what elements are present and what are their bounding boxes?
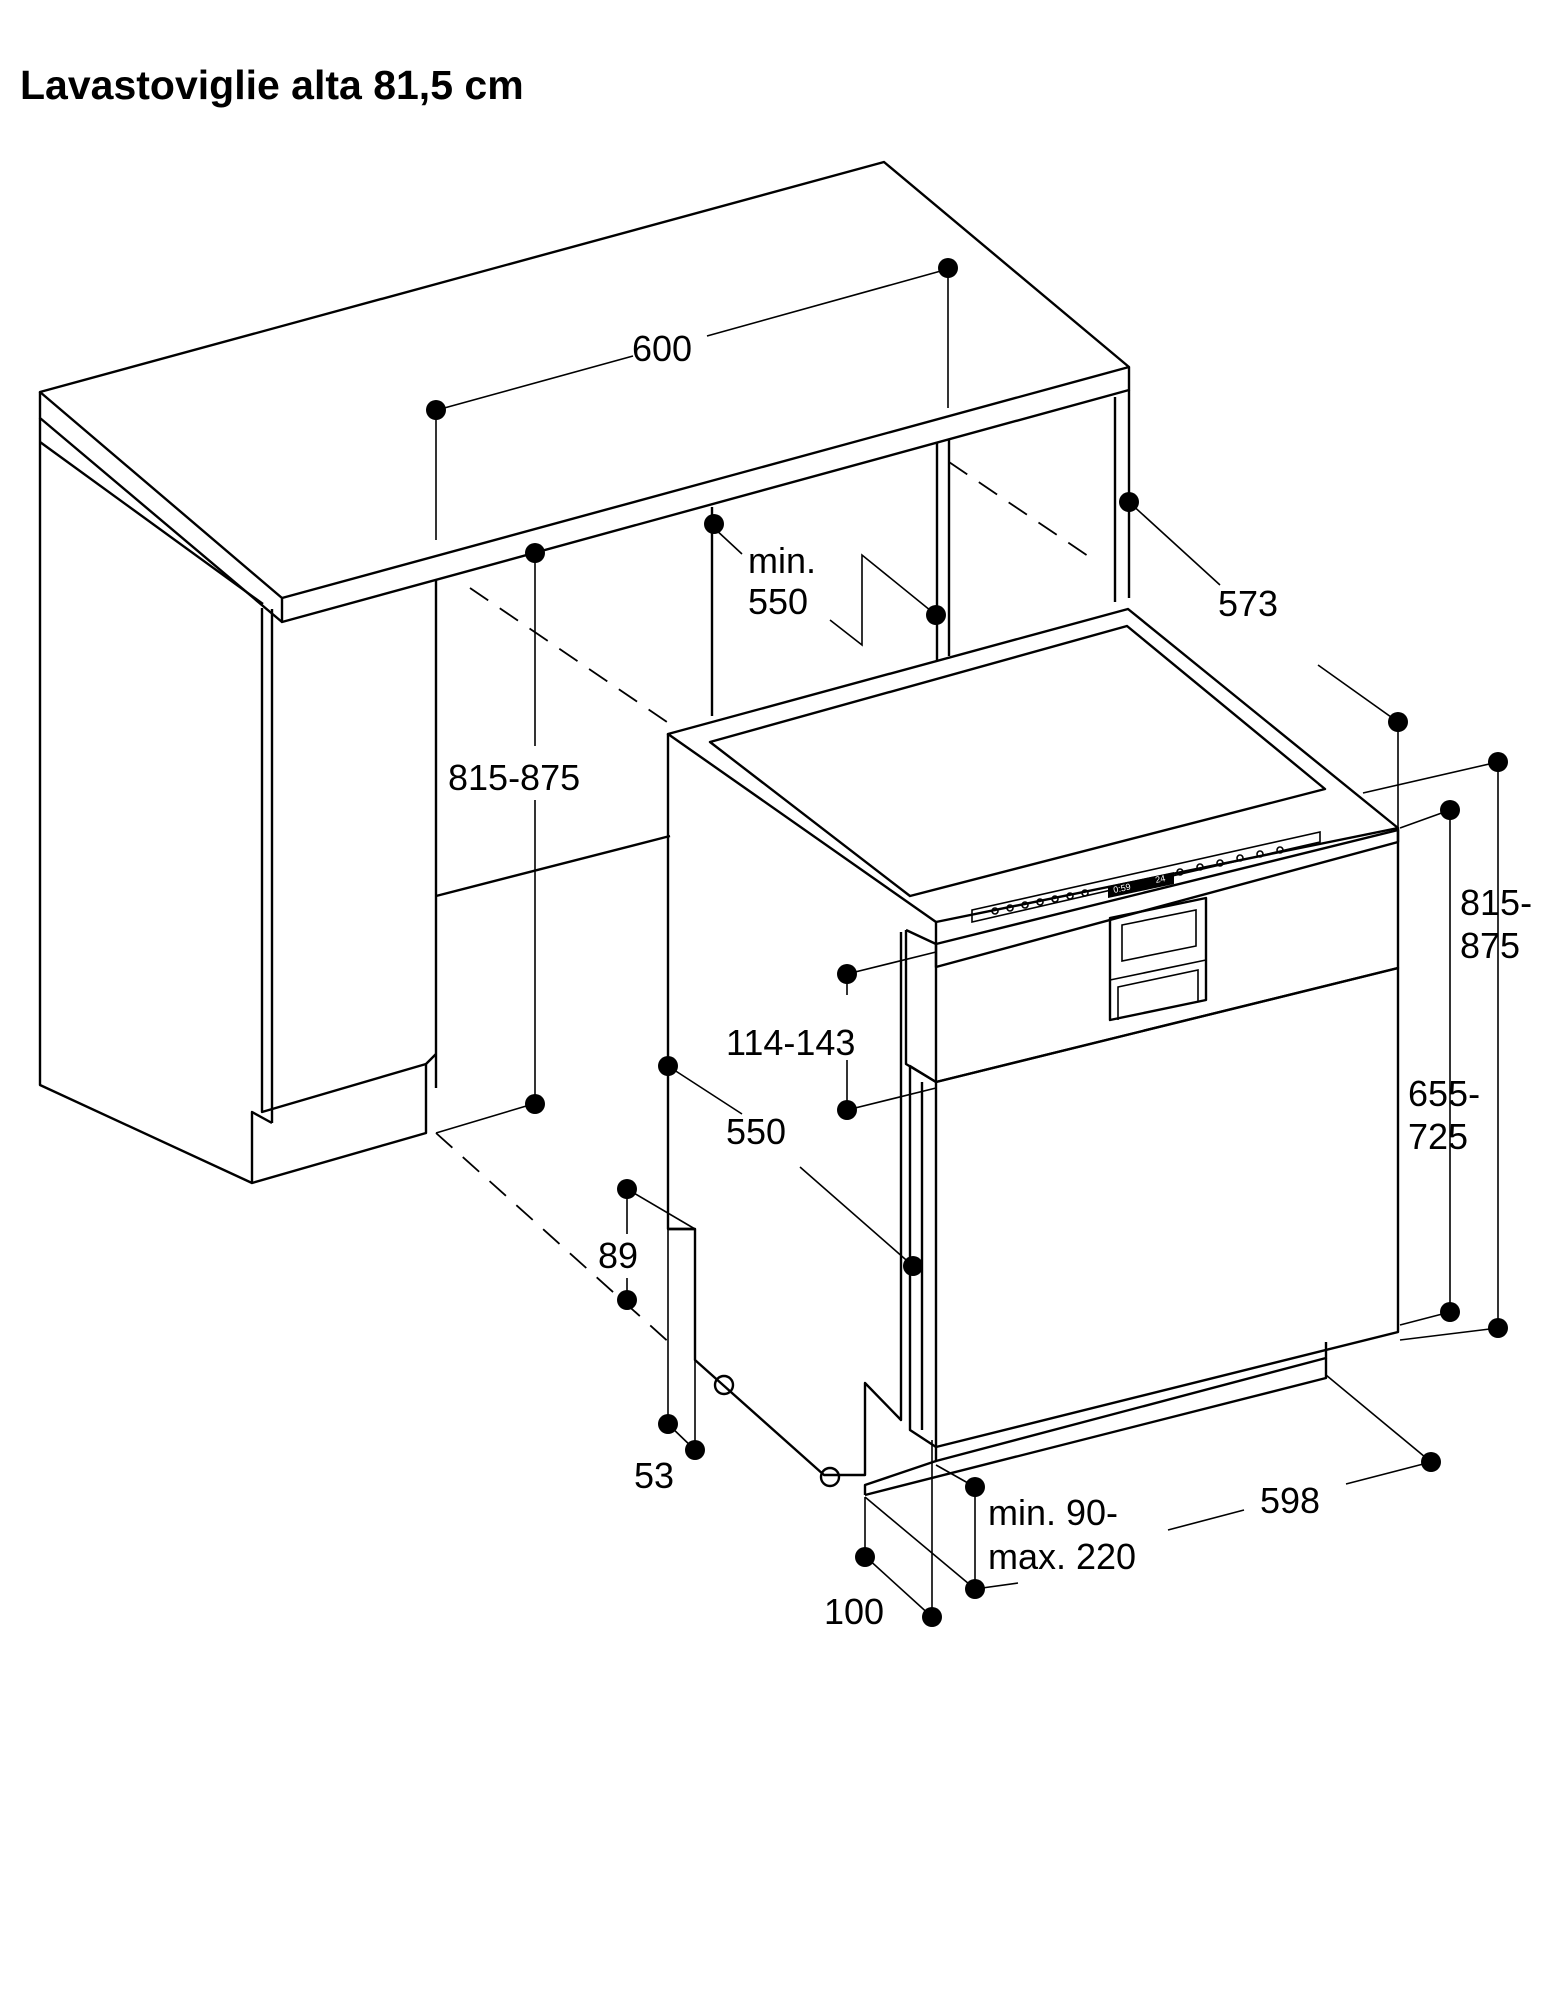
front-foot [819, 1466, 841, 1488]
left-cabinet-body [38, 418, 428, 1185]
dimension-lines [435, 268, 1499, 1618]
kitchen-cabinet [38, 160, 1131, 1346]
label-cabinet-height: 815-875 [448, 757, 580, 798]
label-appliance-height-2: 875 [1460, 925, 1520, 966]
label-feet-53: 53 [634, 1455, 674, 1496]
label-width-598: 598 [1260, 1480, 1320, 1521]
label-door-height-1: 655- [1408, 1073, 1480, 1114]
label-depth-573: 573 [1218, 583, 1278, 624]
label-niche-550: 550 [748, 581, 808, 622]
label-plinth-min: min. 90- [988, 1492, 1118, 1533]
label-width-600: 600 [632, 328, 692, 369]
label-appliance-height-1: 815- [1460, 882, 1532, 923]
label-niche-min: min. [748, 540, 816, 581]
dimension-labels: 600 min. 550 573 815-875 815- 875 655- 7… [448, 328, 1532, 1632]
dimension-markers [426, 258, 1508, 1627]
dishwasher: 0:59 24 [666, 607, 1400, 1497]
label-offset-100: 100 [824, 1591, 884, 1632]
control-buttons [991, 846, 1284, 915]
display-time: 0:59 [1112, 882, 1131, 895]
page-title: Lavastoviglie alta 81,5 cm [20, 62, 524, 108]
label-depth-550: 550 [726, 1111, 786, 1152]
display-code: 24 [1154, 873, 1166, 885]
digital-display: 0:59 24 [1108, 872, 1174, 898]
control-strip [971, 831, 1321, 924]
door-handle-recess [1108, 896, 1208, 1022]
label-door-height-2: 725 [1408, 1116, 1468, 1157]
dishwasher-plinth [934, 1342, 1328, 1463]
label-panel-range: 114-143 [726, 1022, 855, 1063]
rear-foot [713, 1374, 735, 1396]
floor-projection-left [469, 587, 671, 725]
niche-back-wall [435, 834, 671, 898]
label-plinth-max: max. 220 [988, 1536, 1136, 1577]
countertop [38, 160, 1131, 624]
dishwasher-top [666, 607, 1400, 969]
label-plinth-89: 89 [598, 1235, 638, 1276]
